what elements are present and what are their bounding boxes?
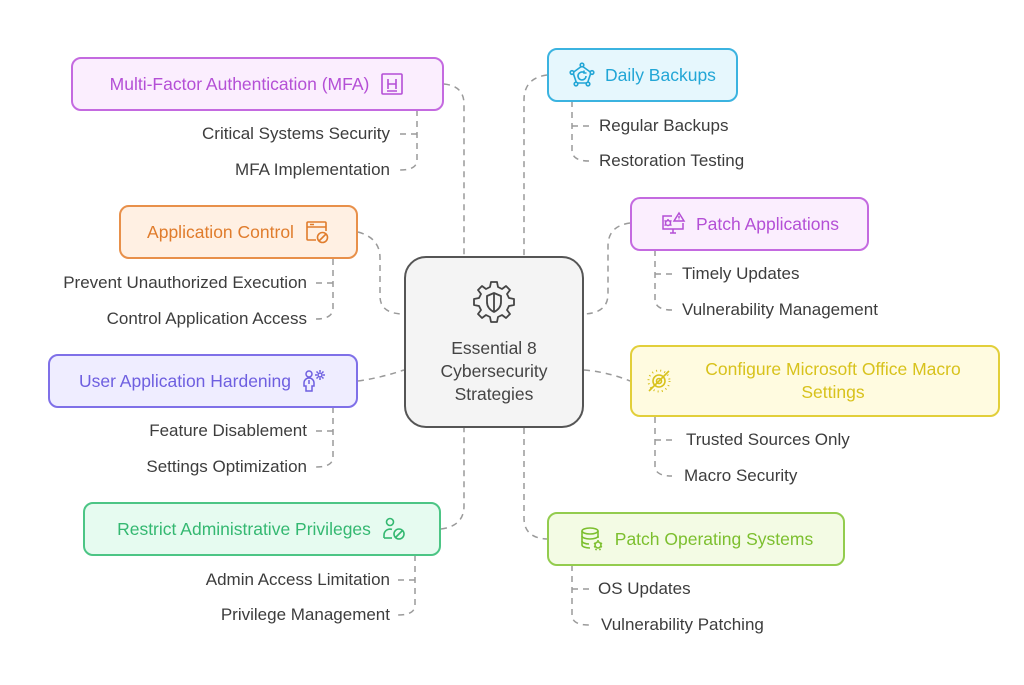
leaf-trusted-sources-only: Trusted Sources Only (686, 430, 850, 449)
user-block-icon (381, 516, 407, 542)
connector-center-patch-os (523, 428, 548, 540)
central-topic-title: Essential 8 Cybersecurity Strategies (441, 337, 548, 406)
central-title-line-1: Essential 8 (451, 338, 537, 358)
backup-restore-icon (569, 62, 595, 88)
branch-label-restrict-administrative-privileges: Restrict Administrative Privileges (117, 518, 371, 539)
monitor-bug-warning-icon (660, 211, 686, 237)
connector-patch-os-children (571, 565, 590, 626)
connector-center-app-control (357, 231, 405, 315)
branch-node-mfa[interactable]: Multi-Factor Authentication (MFA) (71, 57, 444, 111)
connector-user-hardening-children (315, 407, 334, 468)
branch-label-mfa: Multi-Factor Authentication (MFA) (109, 73, 370, 94)
leaf-vulnerability-patching: Vulnerability Patching (601, 615, 764, 634)
branch-node-restrict-administrative-privileges[interactable]: Restrict Administrative Privileges (83, 502, 441, 556)
database-bug-icon (579, 526, 605, 552)
leaf-admin-access-limitation: Admin Access Limitation (205, 570, 390, 589)
mfa-key-icon (379, 71, 405, 97)
app-block-icon (304, 219, 330, 245)
connector-mfa-children (399, 110, 418, 171)
leaf-macro-security: Macro Security (684, 466, 798, 485)
branch-node-patch-operating-systems[interactable]: Patch Operating Systems (547, 512, 845, 566)
branch-node-application-control[interactable]: Application Control (119, 205, 358, 259)
branch-label-user-application-hardening: User Application Hardening (78, 370, 292, 391)
connector-center-office-macro (583, 369, 631, 382)
connector-patch-apps-children (654, 250, 673, 311)
gear-shield-icon (470, 278, 518, 331)
leaf-prevent-unauthorized-execution: Prevent Unauthorized Execution (63, 273, 307, 292)
branch-label-office-macro-settings: Configure Microsoft Office Macro Setting… (705, 359, 961, 402)
connector-center-user-hardening (357, 369, 405, 382)
connector-center-admin-privileges (440, 428, 465, 530)
branch-label-patch-operating-systems: Patch Operating Systems (614, 528, 814, 549)
connector-daily-backups-children (571, 101, 590, 162)
branch-node-user-application-hardening[interactable]: User Application Hardening (48, 354, 358, 408)
branch-node-office-macro-settings[interactable]: Configure Microsoft Office Macro Setting… (630, 345, 1000, 417)
connector-center-mfa (443, 83, 465, 256)
leaf-privilege-management: Privilege Management (220, 605, 390, 624)
leaf-feature-disablement: Feature Disablement (149, 421, 307, 440)
connector-center-patch-apps (583, 222, 631, 315)
leaf-timely-updates: Timely Updates (682, 264, 800, 283)
leaf-critical-systems-security: Critical Systems Security (202, 124, 390, 143)
central-topic-node[interactable]: Essential 8 Cybersecurity Strategies (404, 256, 584, 428)
branch-node-patch-applications[interactable]: Patch Applications (630, 197, 869, 251)
user-gear-icon (301, 368, 327, 394)
connector-admin-children (397, 555, 416, 616)
connector-app-control-children (315, 259, 334, 320)
branch-label-application-control: Application Control (147, 221, 294, 242)
central-title-line-3: Strategies (454, 384, 534, 404)
leaf-os-updates: OS Updates (598, 579, 691, 598)
branch-label-daily-backups: Daily Backups (605, 64, 716, 85)
connector-office-macro-children (654, 417, 673, 477)
leaf-mfa-implementation: MFA Implementation (235, 160, 390, 179)
leaf-regular-backups: Regular Backups (599, 116, 729, 135)
branch-node-daily-backups[interactable]: Daily Backups (547, 48, 738, 102)
branch-label-patch-applications: Patch Applications (695, 213, 839, 234)
leaf-vulnerability-management: Vulnerability Management (682, 300, 878, 319)
leaf-settings-optimization: Settings Optimization (146, 457, 307, 476)
connector-center-daily-backups (523, 74, 548, 256)
central-title-line-2: Cybersecurity (440, 361, 548, 381)
macro-disabled-icon (646, 368, 672, 394)
leaf-control-application-access: Control Application Access (106, 309, 307, 328)
leaf-restoration-testing: Restoration Testing (599, 151, 745, 170)
